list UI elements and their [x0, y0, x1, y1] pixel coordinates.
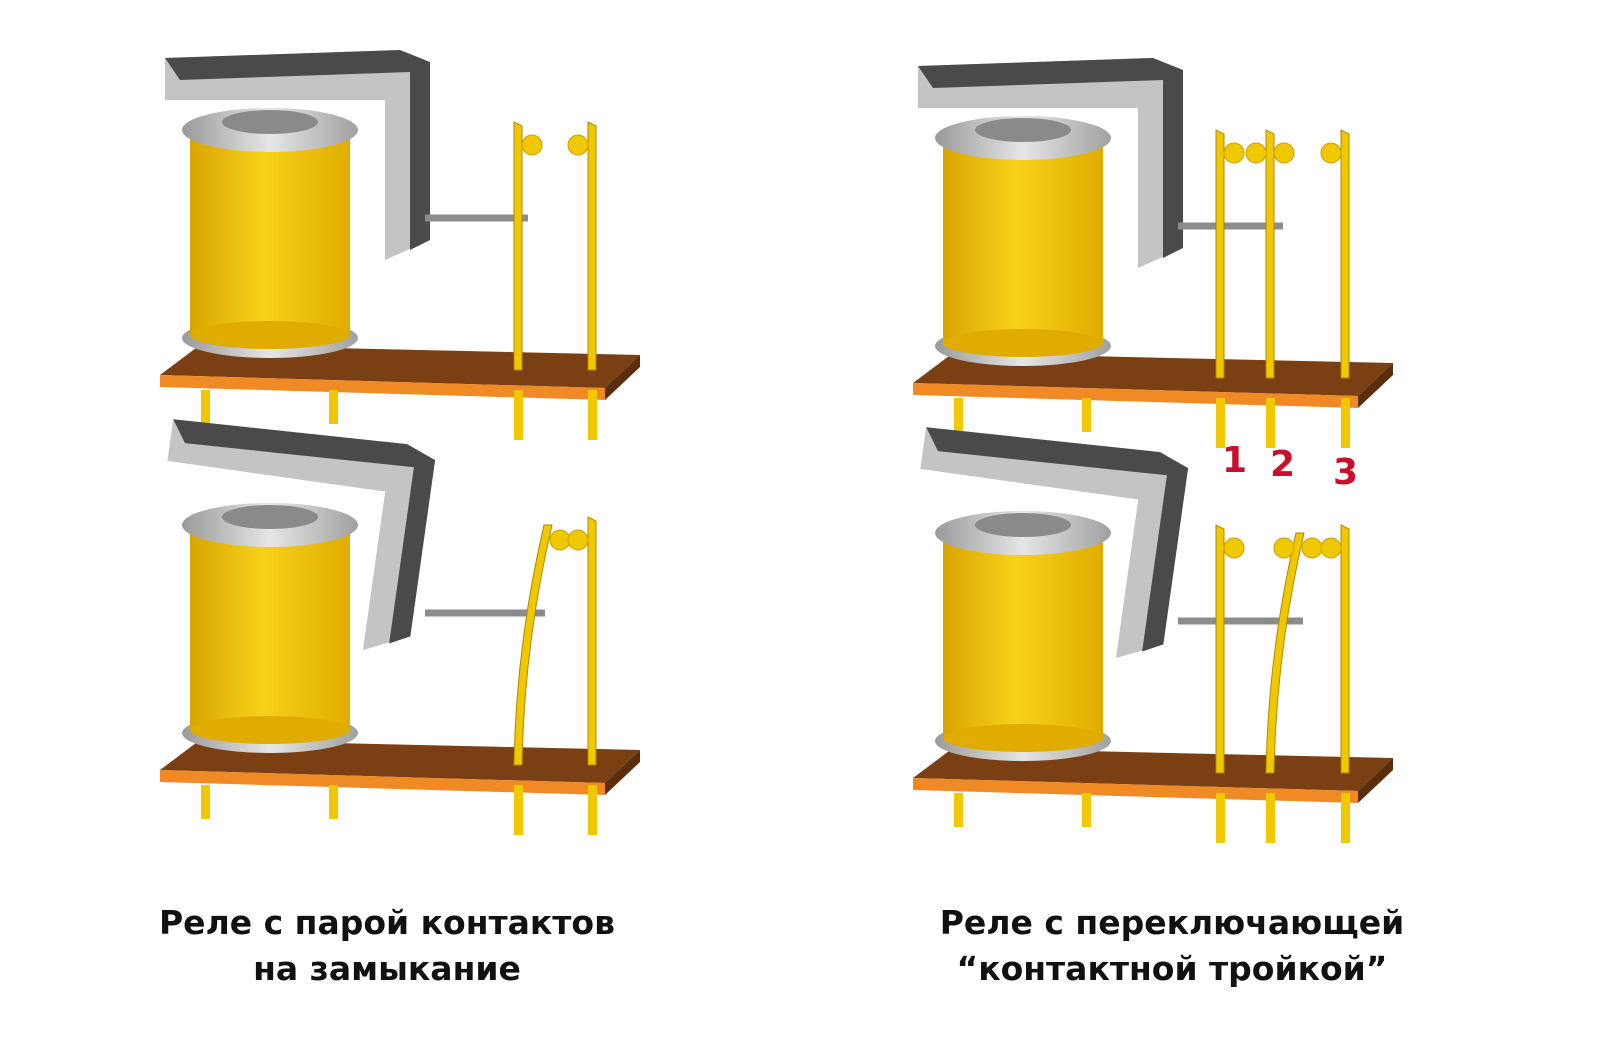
- relay-pair-open: [160, 50, 640, 440]
- relay-pair-closed: [160, 419, 640, 835]
- coil-pin: [329, 390, 338, 424]
- relay-changeover-rest: [913, 58, 1393, 448]
- coil-pin: [329, 785, 338, 819]
- contact-pin: [588, 390, 597, 440]
- armature-light-face: [920, 427, 1189, 658]
- contact-pin: [1266, 398, 1275, 448]
- coil-winding: [943, 538, 1103, 738]
- contact-tip: [1273, 537, 1295, 559]
- contact-tip: [521, 134, 543, 156]
- contact-tip: [1223, 142, 1245, 164]
- base-board-front: [160, 770, 605, 795]
- base-board-front: [160, 375, 605, 400]
- contact-tip: [549, 529, 571, 551]
- caption-line: Реле с парой контактов: [159, 903, 615, 942]
- armature: [920, 427, 1189, 658]
- contact-number-3: 3: [1333, 452, 1359, 493]
- coil-pin: [954, 793, 963, 827]
- base-board-side: [605, 750, 640, 795]
- coil-winding-bottom: [190, 716, 350, 744]
- contact-tip: [567, 134, 589, 156]
- coil-pin: [201, 390, 210, 424]
- contact-number-1: 1: [1222, 440, 1248, 481]
- caption-line: на замыкание: [253, 949, 521, 988]
- armature-light-face: [167, 419, 436, 650]
- contact-pin: [1216, 793, 1225, 843]
- armature-dark-face: [926, 427, 1189, 652]
- coil-winding: [190, 135, 350, 335]
- base-board-side: [1358, 363, 1393, 408]
- coil-winding-bottom: [190, 321, 350, 349]
- coil-pin: [1082, 398, 1091, 432]
- contact-tip: [1223, 537, 1245, 559]
- coil-winding-bottom: [943, 329, 1103, 357]
- contact-pin: [1216, 398, 1225, 448]
- contact-tip: [1320, 537, 1342, 559]
- contact-spring: [587, 121, 597, 371]
- contact-pin: [1341, 793, 1350, 843]
- caption-changeover-contacts: Реле с переключающей “контактной тройкой…: [892, 900, 1452, 992]
- caption-pair-contacts: Реле с парой контактов на замыкание: [107, 900, 667, 992]
- contact-number-2: 2: [1270, 444, 1296, 485]
- contact-spring: [513, 121, 523, 371]
- caption-line: “контактной тройкой”: [956, 949, 1388, 988]
- contact-spring: [587, 516, 597, 766]
- contact-tip: [1320, 142, 1342, 164]
- coil-core: [975, 513, 1071, 537]
- coil-winding-bottom: [943, 724, 1103, 752]
- contact-pin: [514, 785, 523, 835]
- base-board-front: [913, 383, 1358, 408]
- armature-dark-face: [165, 50, 430, 250]
- contact-tip: [1301, 537, 1323, 559]
- contact-spring: [1215, 524, 1225, 774]
- caption-line: Реле с переключающей: [939, 903, 1405, 942]
- coil-core: [222, 505, 318, 529]
- coil-core: [975, 118, 1071, 142]
- base-board-front: [913, 778, 1358, 803]
- coil-winding: [190, 530, 350, 730]
- coil-pin: [201, 785, 210, 819]
- contact-pin: [588, 785, 597, 835]
- base-board-side: [605, 355, 640, 400]
- armature: [918, 58, 1183, 268]
- coil-core: [222, 110, 318, 134]
- contact-tip: [1245, 142, 1267, 164]
- contact-spring: [513, 524, 553, 766]
- coil-pin: [954, 398, 963, 432]
- contact-pin: [1341, 398, 1350, 448]
- contact-pin: [514, 390, 523, 440]
- armature-dark-face: [918, 58, 1183, 258]
- armature-dark-face: [173, 419, 436, 644]
- contact-spring: [1265, 532, 1305, 774]
- contact-pin: [1266, 793, 1275, 843]
- armature: [167, 419, 436, 650]
- contact-spring: [1215, 129, 1225, 379]
- base-board-side: [1358, 758, 1393, 803]
- coil-pin: [1082, 793, 1091, 827]
- contact-tip: [1273, 142, 1295, 164]
- contact-spring: [1340, 524, 1350, 774]
- armature: [165, 50, 430, 260]
- contact-tip: [567, 529, 589, 551]
- contact-spring: [1340, 129, 1350, 379]
- coil-winding: [943, 143, 1103, 343]
- relay-changeover-actuated: [913, 427, 1393, 843]
- contact-spring: [1265, 129, 1275, 379]
